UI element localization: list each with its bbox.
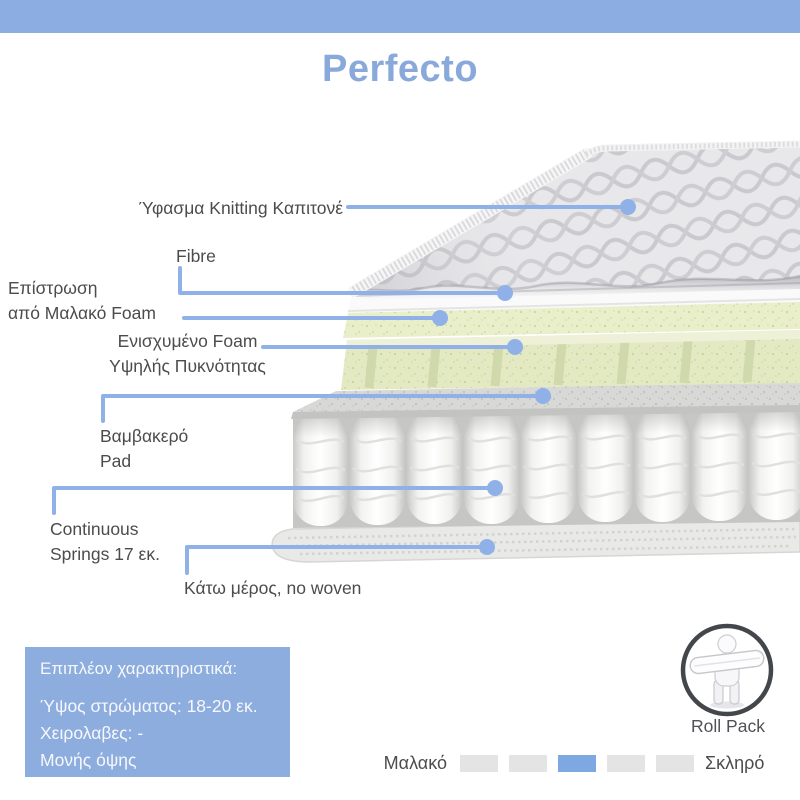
firmness-level-4	[607, 755, 645, 772]
firmness-level-5	[656, 755, 694, 772]
bottom-layer	[271, 519, 800, 563]
info-box-line-handles: Χειρολαβες: -	[40, 723, 144, 743]
soft-foam-layer	[343, 297, 800, 338]
firmness-level-1	[460, 755, 498, 772]
leader-dot-springs	[487, 480, 503, 496]
roll-pack-figure-icon	[689, 634, 765, 709]
page-title: Perfecto	[321, 48, 479, 90]
pocket-springs-layer	[291, 404, 800, 528]
label-soft-foam: Επίστρωση από Μαλακό Foam	[8, 278, 156, 323]
leader-line-bottom	[185, 545, 489, 575]
reinforced-foam-layer	[341, 330, 800, 390]
leader-line-springs	[52, 486, 497, 515]
under-quilt-shadow	[360, 273, 800, 300]
firmness-level-2	[509, 755, 547, 772]
firmness-squares	[460, 755, 694, 772]
label-continuous-springs: Continuous Springs 17 εκ.	[50, 519, 160, 564]
cotton-pad-layer	[291, 382, 800, 419]
top-bar	[0, 0, 800, 33]
roll-pack-badge	[680, 623, 774, 717]
leader-dot-bottom	[479, 539, 495, 555]
label-fabric-knitting: Ύφασμα Knitting Καπιτονέ	[138, 198, 343, 218]
label-reinforced-foam: Ενισχυμένο Foam Υψηλής Πυκνότητας	[109, 331, 266, 376]
roll-pack-ring	[680, 623, 774, 717]
roll-pack-label: Roll Pack	[691, 716, 765, 736]
info-box-title: Επιπλέον χαρακτηριστικά:	[40, 659, 238, 678]
leader-line-fibre	[178, 266, 507, 295]
leader-dot-reinforced	[507, 339, 523, 355]
leader-dot-fibre	[497, 285, 513, 301]
leader-line-pad	[101, 394, 545, 423]
fibre-layer	[347, 281, 800, 313]
label-cotton-pad: Βαμβακερό Pad	[100, 426, 189, 471]
label-bottom-no-woven: Κάτω μέρος, no woven	[184, 578, 362, 598]
quilt-layer	[348, 140, 800, 297]
label-fibre: Fibre	[176, 246, 216, 266]
firmness-label-hard: Σκληρό	[705, 753, 765, 773]
leader-dot-fabric	[620, 199, 636, 215]
firmness-label-soft: Μαλακό	[383, 753, 447, 773]
info-box: Επιπλέον χαρακτηριστικά: Ύψος στρώματος:…	[25, 647, 290, 777]
leader-dot-pad	[535, 388, 551, 404]
firmness-level-3	[558, 755, 596, 772]
info-box-line-height: Ύψος στρώματος: 18-20 εκ.	[40, 696, 258, 716]
info-box-line-sides: Μονής όψης	[40, 750, 137, 770]
leader-dot-softfoam	[432, 310, 448, 326]
quilt-piping	[348, 140, 800, 297]
